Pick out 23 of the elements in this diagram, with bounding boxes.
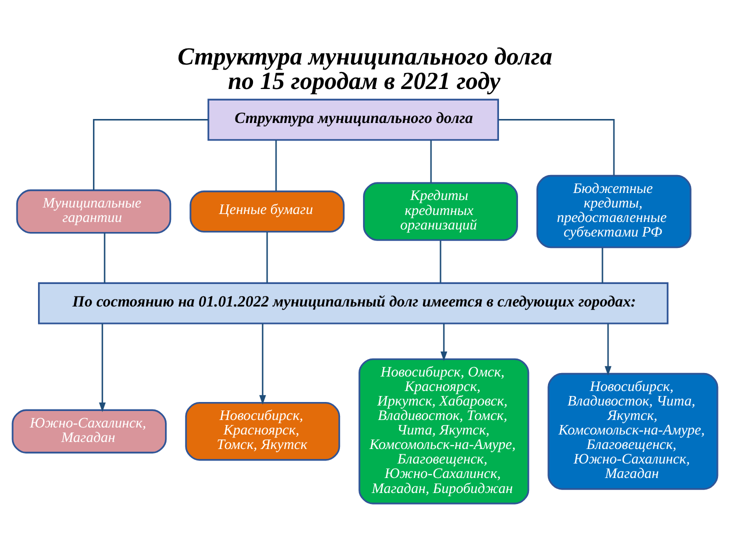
connector bbox=[275, 140, 277, 192]
arrow bbox=[99, 324, 106, 412]
node-box: Структура муниципального долга bbox=[208, 98, 499, 141]
connector bbox=[104, 232, 106, 284]
connector bbox=[430, 140, 432, 183]
node-box: Муниципальные гарантии bbox=[16, 189, 172, 234]
node-box: Бюджетные кредиты, предоставленные субъектами РФ bbox=[536, 174, 692, 248]
connector bbox=[440, 240, 442, 283]
connector bbox=[92, 119, 208, 190]
arrow bbox=[440, 324, 448, 362]
node-box: По состоянию на 01.01.2022 муниципальный долг имеется в следующих городах: bbox=[38, 282, 668, 324]
node-box: Новосибирск, Красноярск, Томск, Якутск bbox=[185, 402, 340, 461]
node-box: Кредиты кредитных организаций bbox=[363, 182, 518, 241]
connector bbox=[602, 248, 604, 284]
arrow bbox=[604, 324, 612, 376]
connector bbox=[266, 232, 268, 283]
diagram-title: Структура муниципального долга по 15 городам в 2021 году bbox=[178, 44, 552, 96]
node-box: Ценные бумаги bbox=[190, 190, 345, 232]
node-box: Новосибирск, Омск, Красноярск, Иркутск, Хабаровск, Владивосток, Томск, Чита, Якутск, Комсомольск-на-Амуре, Благовещенск, Южно-Сахалинск, Магадан, Биробиджан bbox=[358, 358, 530, 504]
connector bbox=[498, 119, 615, 176]
arrow bbox=[259, 324, 266, 405]
node-box: Южно-Сахалинск, Магадан bbox=[12, 409, 167, 454]
node-box: Новосибирск, Владивосток, Чита, Якутск, Комсомольск-на-Амуре, Благовещенск, Южно-Сахалинск, Магадан bbox=[548, 372, 718, 490]
